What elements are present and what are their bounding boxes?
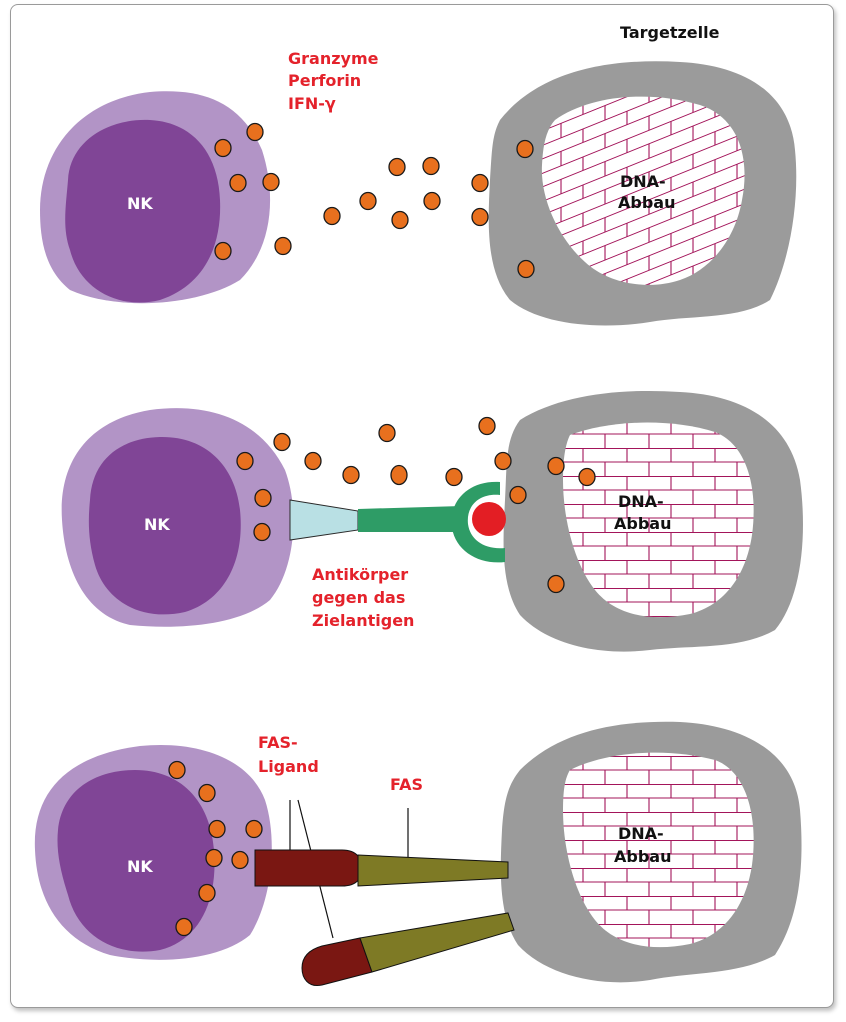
vesicle xyxy=(478,416,496,436)
vesicle xyxy=(231,850,249,870)
dna-label-line-1: DNA- xyxy=(620,172,666,191)
vesicle xyxy=(359,191,377,211)
dna-label-line-2: Abbau xyxy=(618,193,675,212)
panel-2-adcc: NK DNA- Abbau Antikörper gegen das Ziela… xyxy=(61,390,803,652)
vesicle xyxy=(388,157,406,177)
vesicle xyxy=(273,432,291,452)
fas-receptor-free xyxy=(359,912,515,973)
vesicle xyxy=(198,783,216,803)
dna-label-line-2: Abbau xyxy=(614,514,671,533)
granule-label-line-3: IFN-γ xyxy=(288,94,336,113)
vesicle xyxy=(214,138,232,158)
granule-vesicles xyxy=(236,416,596,594)
vesicle xyxy=(304,451,322,471)
granule-vesicles xyxy=(168,760,263,937)
antibody-label-line-3: Zielantigen xyxy=(312,611,414,630)
vesicle xyxy=(342,465,360,485)
vesicle xyxy=(517,259,535,279)
dna-degradation-area xyxy=(563,752,754,948)
antibody-label-line-2: gegen das xyxy=(312,588,405,607)
vesicle xyxy=(245,819,263,839)
vesicle xyxy=(205,848,223,868)
antibody-label-line-1: Antikörper xyxy=(312,565,408,584)
fas-ligand-free xyxy=(301,937,373,987)
vesicle xyxy=(208,819,226,839)
fas-ligand-label-line-2: Ligand xyxy=(258,757,319,776)
vesicle xyxy=(423,191,441,211)
vesicle xyxy=(253,522,271,542)
vesicle xyxy=(547,456,565,476)
fas-receptor-bound xyxy=(357,854,509,887)
granule-label-line-2: Perforin xyxy=(288,71,361,90)
dna-label-line-2: Abbau xyxy=(614,847,671,866)
vesicle xyxy=(214,241,232,261)
fas-label: FAS xyxy=(390,775,423,794)
vesicle xyxy=(547,574,565,594)
dna-degradation-area xyxy=(541,96,745,285)
vesicle xyxy=(509,485,527,505)
vesicle xyxy=(168,760,186,780)
vesicle xyxy=(229,173,247,193)
fas-ligand-label-line-1: FAS- xyxy=(258,733,298,752)
vesicle xyxy=(198,883,216,903)
nk-nucleus xyxy=(88,436,241,615)
vesicle xyxy=(471,207,489,227)
target-cell-header: Targetzelle xyxy=(620,23,720,42)
nk-label: NK xyxy=(127,194,153,213)
dna-label-line-1: DNA- xyxy=(618,492,664,511)
dna-degradation-area xyxy=(563,422,754,618)
dna-label-line-1: DNA- xyxy=(618,824,664,843)
antibody-stem xyxy=(358,506,462,532)
vesicle xyxy=(254,488,272,508)
vesicle xyxy=(578,467,596,487)
vesicle xyxy=(471,173,489,193)
vesicle xyxy=(175,917,193,937)
vesicle xyxy=(422,156,440,176)
nk-nucleus xyxy=(65,119,221,303)
panel-1-granzyme: NK Granzyme Perforin IFN-γ DNA- Abbau xyxy=(40,49,797,326)
vesicle xyxy=(391,210,409,230)
target-antigen xyxy=(472,502,506,536)
vesicle xyxy=(246,122,264,142)
vesicle xyxy=(378,423,396,443)
granule-vesicles xyxy=(214,122,535,279)
granule-label-line-1: Granzyme xyxy=(288,49,379,68)
vesicle xyxy=(494,451,512,471)
fc-receptor xyxy=(289,499,359,541)
nk-nucleus xyxy=(57,770,215,952)
vesicle xyxy=(516,139,534,159)
antibody-arms xyxy=(451,481,505,563)
panel-3-fas: NK DNA- Abbau FAS- Ligand FAS xyxy=(34,721,802,987)
nk-label: NK xyxy=(127,857,153,876)
nk-label: NK xyxy=(144,515,170,534)
vesicle xyxy=(390,464,408,486)
vesicle xyxy=(323,206,341,226)
vesicle xyxy=(445,467,463,487)
vesicle xyxy=(274,236,292,256)
vesicle xyxy=(236,451,254,471)
fas-ligand-bound xyxy=(254,849,363,887)
vesicle xyxy=(262,172,280,192)
